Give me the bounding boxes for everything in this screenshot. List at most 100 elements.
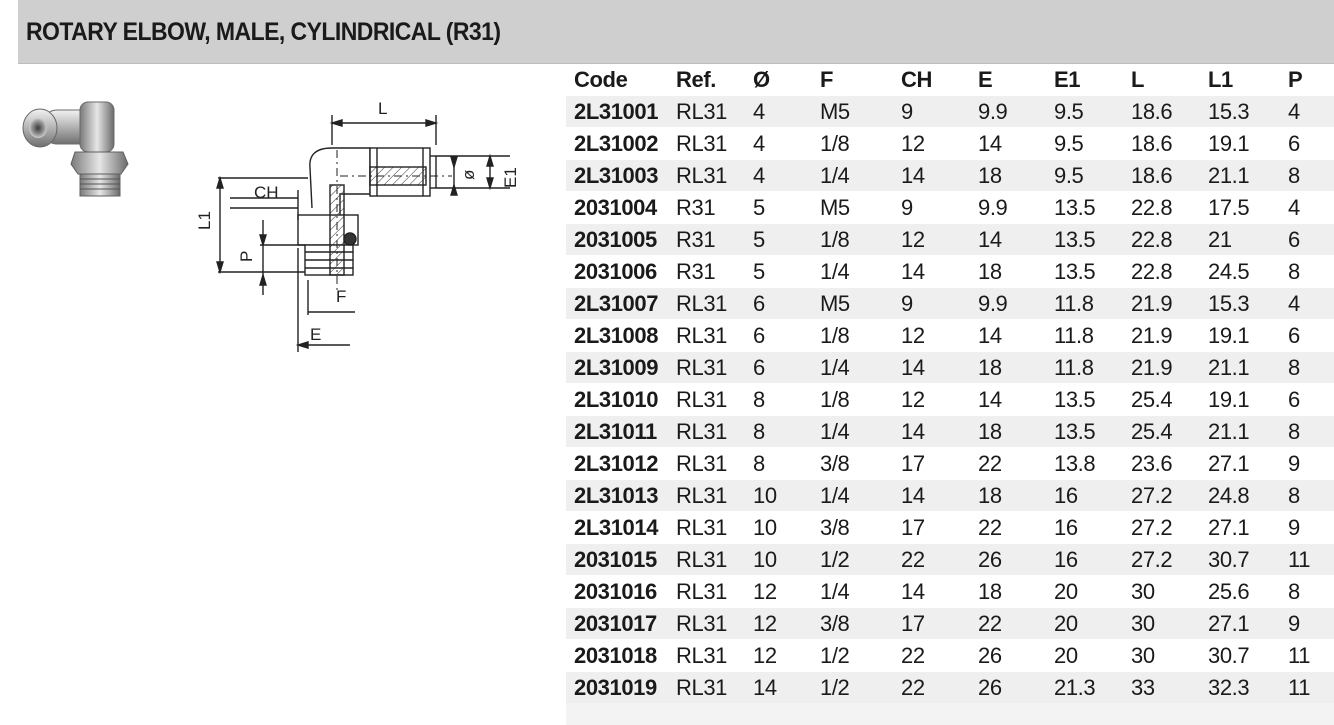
table-cell: 18: [970, 351, 1046, 384]
table-cell: M5: [812, 191, 893, 224]
code-cell: 2031018: [566, 639, 668, 672]
table-cell: 22.8: [1123, 223, 1200, 256]
code-cell: 2L31013: [566, 479, 668, 512]
table-cell: 20: [1046, 607, 1123, 640]
code-cell: 2031017: [566, 607, 668, 640]
table-cell: 1/4: [812, 159, 893, 192]
table-cell: 14: [970, 223, 1046, 256]
code-cell: 2031019: [566, 671, 668, 704]
table-cell: 21.1: [1200, 159, 1280, 192]
technical-drawing: L CH L1 P F E ø E1: [195, 99, 520, 352]
table-cell: 22.8: [1123, 255, 1200, 288]
table-cell: 30.7: [1200, 639, 1280, 672]
table-cell: 27.2: [1123, 479, 1200, 512]
table-cell: 15.3: [1200, 287, 1280, 320]
table-cell: 8: [745, 415, 812, 448]
table-cell: 30.7: [1200, 543, 1280, 576]
table-cell: R31: [668, 255, 745, 288]
table-cell: 18: [970, 479, 1046, 512]
table-cell: RL31: [668, 447, 745, 480]
table-cell: 13.5: [1046, 223, 1123, 256]
table-cell: 27.1: [1200, 447, 1280, 480]
label-E: E: [310, 325, 321, 344]
table-cell: 14: [745, 671, 812, 704]
table-cell: 11.8: [1046, 319, 1123, 352]
table-cell: 18.6: [1123, 159, 1200, 192]
table-cell: 26: [970, 671, 1046, 704]
table-cell: 9: [1280, 607, 1334, 640]
table-cell: 22: [893, 671, 970, 704]
table-cell: RL31: [668, 511, 745, 544]
table-cell: 10: [745, 479, 812, 512]
table-cell: M5: [812, 287, 893, 320]
table-cell: 4: [745, 159, 812, 192]
table-cell: 10: [745, 543, 812, 576]
table-cell: 1/8: [812, 383, 893, 416]
table-cell: 6: [1280, 383, 1334, 416]
table-cell: RL31: [668, 671, 745, 704]
column-header: P: [1280, 64, 1334, 96]
table-cell: 12: [745, 639, 812, 672]
table-cell: RL31: [668, 127, 745, 160]
table-cell: 22: [970, 511, 1046, 544]
product-photo: [22, 101, 129, 197]
table-cell: 6: [745, 319, 812, 352]
column-header: L1: [1200, 64, 1280, 96]
table-cell: 17.5: [1200, 191, 1280, 224]
code-cell: 2L31014: [566, 511, 668, 544]
column-header: E1: [1046, 64, 1123, 96]
table-cell: 14: [970, 383, 1046, 416]
code-cell: 2L31011: [566, 415, 668, 448]
table-cell: 3/8: [812, 607, 893, 640]
code-cell: 2031016: [566, 575, 668, 608]
table-cell: 13.5: [1046, 415, 1123, 448]
table-cell: 14: [970, 127, 1046, 160]
table-cell: 14: [893, 159, 970, 192]
table-cell: 12: [893, 319, 970, 352]
table-cell: 30: [1123, 607, 1200, 640]
table-cell: 13.8: [1046, 447, 1123, 480]
table-cell: 9: [893, 287, 970, 320]
label-P: P: [237, 251, 256, 262]
table-cell: 17: [893, 447, 970, 480]
column-header: E: [970, 64, 1046, 96]
table-cell: 18: [970, 255, 1046, 288]
table-cell: 21.9: [1123, 351, 1200, 384]
code-cell: 2031005: [566, 223, 668, 256]
table-cell: 8: [1280, 255, 1334, 288]
table-cell: 23.6: [1123, 447, 1200, 480]
table-cell: 19.1: [1200, 127, 1280, 160]
table-cell: 11: [1280, 639, 1334, 672]
page-title: ROTARY ELBOW, MALE, CYLINDRICAL (R31): [26, 18, 501, 46]
code-cell: 2L31010: [566, 383, 668, 416]
table-cell: RL31: [668, 415, 745, 448]
code-cell: 2031006: [566, 255, 668, 288]
table-cell: 6: [1280, 127, 1334, 160]
table-cell: 16: [1046, 479, 1123, 512]
table-cell: 14: [893, 575, 970, 608]
table-cell: 9.5: [1046, 127, 1123, 160]
column-header: L: [1123, 64, 1200, 96]
table-cell: 27.1: [1200, 607, 1280, 640]
table-cell: 14: [893, 479, 970, 512]
table-cell: 22: [970, 447, 1046, 480]
table-cell: RL31: [668, 95, 745, 128]
table-cell: 1/4: [812, 351, 893, 384]
table-cell: 1/8: [812, 319, 893, 352]
table-cell: 9.5: [1046, 159, 1123, 192]
table-cell: 22.8: [1123, 191, 1200, 224]
table-cell: 12: [893, 127, 970, 160]
table-cell: 1/4: [812, 575, 893, 608]
table-cell: RL31: [668, 159, 745, 192]
table-cell: 4: [745, 95, 812, 128]
table-cell: 21: [1200, 223, 1280, 256]
label-F: F: [336, 287, 346, 306]
